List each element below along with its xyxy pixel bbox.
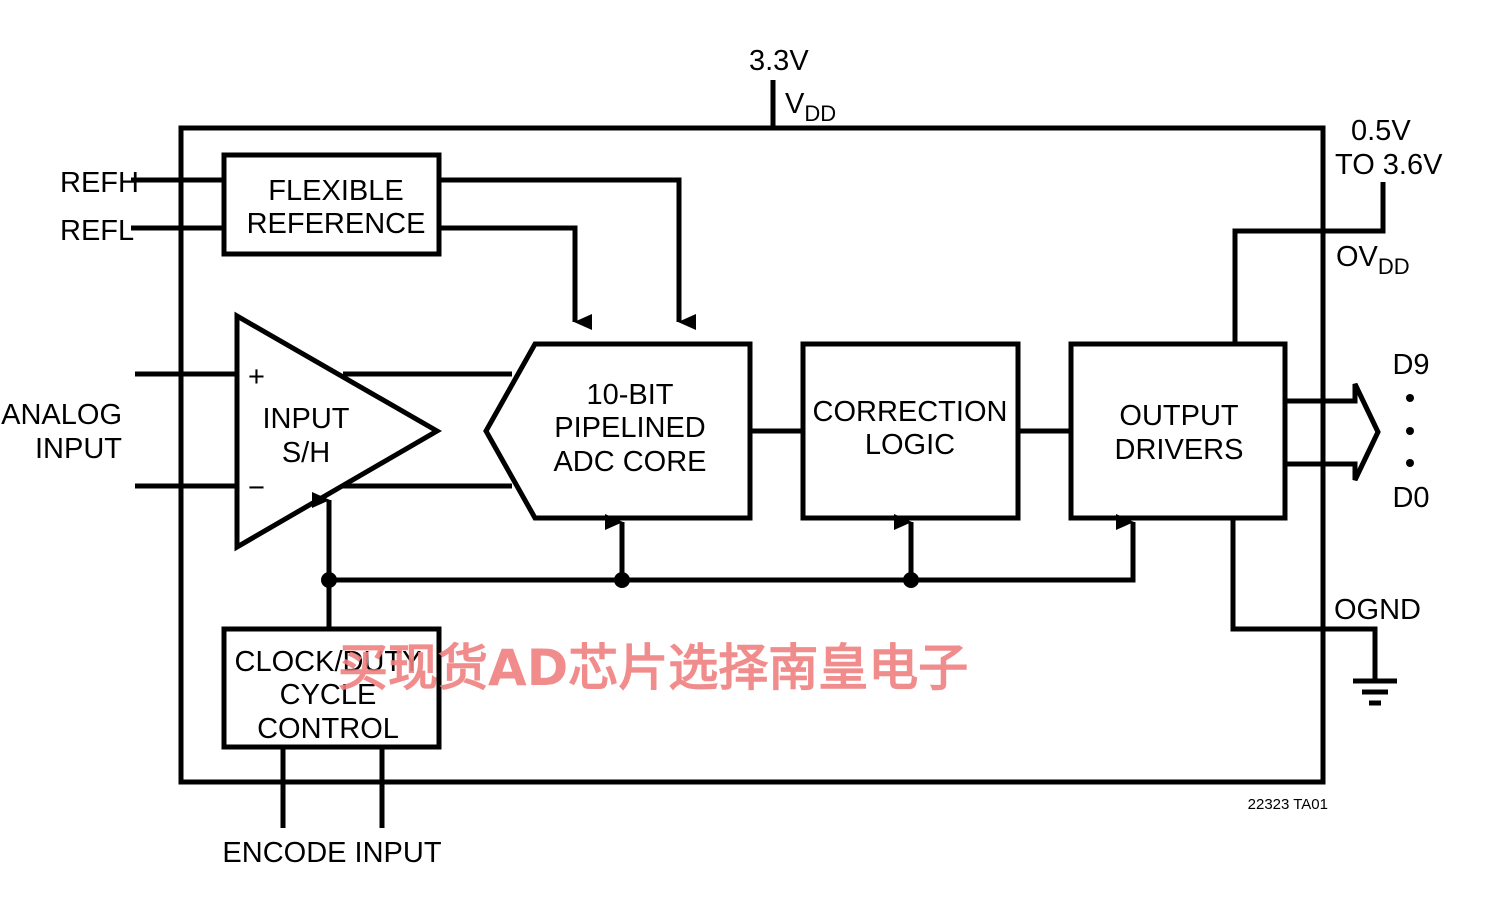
clock-label-line3: CONTROL bbox=[257, 713, 399, 745]
flexible-reference-block bbox=[221, 152, 442, 257]
reference-to-adc-wire-1 bbox=[439, 177, 696, 330]
figure-id: 22323 TA01 bbox=[1248, 796, 1328, 813]
drivers-label-line1: OUTPUT bbox=[1119, 400, 1239, 432]
reference-to-adc-wire-2 bbox=[439, 225, 592, 330]
ovdd-range-line1: 0.5V bbox=[1351, 115, 1411, 147]
drivers-label-line2: DRIVERS bbox=[1115, 434, 1244, 466]
sh-label-line1: INPUT bbox=[263, 403, 350, 435]
junction-dot bbox=[614, 572, 630, 588]
input-sh-amplifier bbox=[234, 311, 442, 552]
correction-label-line1: CORRECTION bbox=[813, 396, 1008, 428]
d0-label: D0 bbox=[1392, 482, 1429, 514]
vdd-voltage-label: 3.3V bbox=[749, 45, 809, 77]
ognd-wire bbox=[1230, 518, 1378, 680]
ovdd-range-line2: TO 3.6V bbox=[1335, 149, 1443, 181]
vdd-label: VDD bbox=[785, 88, 836, 126]
clock-label-line2: CYCLE bbox=[280, 679, 377, 711]
adc-core-label-line2: PIPELINED bbox=[554, 412, 706, 444]
reference-label-line2: REFERENCE bbox=[247, 208, 426, 240]
clock-bus bbox=[329, 514, 1136, 583]
ognd-label: OGND bbox=[1334, 594, 1421, 626]
amp-minus-sign: − bbox=[248, 472, 265, 504]
adc-core-label-line3: ADC CORE bbox=[553, 446, 706, 478]
amp-plus-sign: + bbox=[248, 361, 265, 393]
adc-core-block bbox=[483, 341, 753, 521]
junction-dot bbox=[903, 572, 919, 588]
sh-label-line2: S/H bbox=[282, 437, 330, 469]
ovdd-label: OVDD bbox=[1336, 241, 1410, 279]
clock-label-line1: CLOCK/DUTY bbox=[235, 646, 422, 678]
refh-label: REFH bbox=[60, 167, 139, 199]
reference-label-line1: FLEXIBLE bbox=[268, 175, 403, 207]
data-output-bus-arrow bbox=[1285, 382, 1381, 482]
adc-core-label-line1: 10-BIT bbox=[586, 379, 673, 411]
ovdd-wire bbox=[1232, 182, 1386, 344]
encode-input-label: ENCODE INPUT bbox=[222, 837, 441, 869]
watermark-text: 买现货AD芯片选择南皇电子 bbox=[338, 639, 968, 697]
output-bus-dot bbox=[1406, 427, 1414, 435]
output-bus-dot bbox=[1406, 459, 1414, 467]
output-bus-dot bbox=[1406, 394, 1414, 402]
analog-input-label-line1: ANALOG bbox=[1, 399, 122, 431]
junction-dot bbox=[321, 572, 337, 588]
correction-label-line2: LOGIC bbox=[865, 429, 955, 461]
package-outline bbox=[178, 125, 1326, 785]
d9-label: D9 bbox=[1392, 349, 1429, 381]
analog-input-label-line2: INPUT bbox=[35, 433, 122, 465]
refl-label: REFL bbox=[60, 215, 134, 247]
